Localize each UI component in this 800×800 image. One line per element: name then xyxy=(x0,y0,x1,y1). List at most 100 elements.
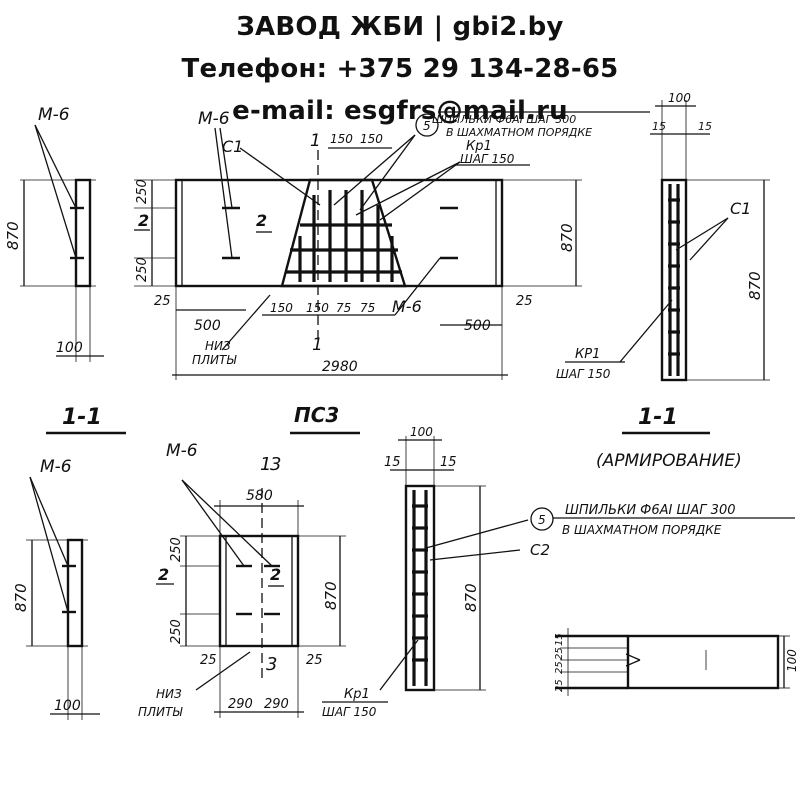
label-m6-right: М-6 xyxy=(392,297,422,316)
tr-leader-c1-b xyxy=(689,217,729,261)
tr-leader-c1-a xyxy=(675,217,729,251)
tr-label-c1: С1 xyxy=(730,199,751,218)
bc-label-290a: 290 xyxy=(228,697,253,712)
bc-label-250-top: 250 xyxy=(169,537,184,562)
bc-label-870: 870 xyxy=(322,581,340,610)
bm-label-kr1: Кр1 xyxy=(344,687,370,702)
label-150a: 150 xyxy=(330,132,353,146)
br-subtitle: (АРМИРОВАНИЕ) xyxy=(596,451,742,471)
label-150c: 150 xyxy=(270,301,293,315)
top-left-view: М-6 870 100 xyxy=(4,105,104,362)
br-label-pins-num: 5 xyxy=(538,513,546,527)
label-250-top: 250 xyxy=(135,179,150,204)
label-m6-top: М-6 xyxy=(198,109,230,129)
bc-leader-niz xyxy=(195,651,251,691)
bc-label-niz-2: ПЛИТЫ xyxy=(138,705,183,719)
br-label-100: 100 xyxy=(785,649,799,672)
bc-label-25-left: 25 xyxy=(200,653,217,668)
bc-label-section-top: 3 xyxy=(270,454,281,475)
label-870: 870 xyxy=(4,221,22,250)
leader-m6-right xyxy=(394,257,441,316)
br-detail-outline xyxy=(626,634,780,690)
label-870-plan: 870 xyxy=(558,223,576,252)
label-section-1-top: 1 xyxy=(310,131,321,151)
leader-c1 xyxy=(239,147,321,206)
br-detail-rebar-b xyxy=(625,659,641,667)
bottom-center-view: ПС3 М-6 1 3 580 250 250 2 2 870 25 25 3 … xyxy=(138,403,360,719)
bc-label-290b: 290 xyxy=(264,697,289,712)
label-kr1: Кр1 xyxy=(466,139,492,154)
bc-label-580: 580 xyxy=(246,488,273,504)
bl-label-m6: М-6 xyxy=(40,457,72,477)
bm-label-15b: 15 xyxy=(440,455,457,470)
br-label-pins-2: В ШАХМАТНОМ ПОРЯДКЕ xyxy=(562,523,722,537)
bl-leader-m6-b xyxy=(29,476,69,613)
bottom-mid-view: 100 15 15 870 С2 Кр1 ШАГ 150 xyxy=(322,425,550,719)
bl-panel-outline xyxy=(66,538,84,648)
banner-phone: Телефон: +375 29 134-28-65 xyxy=(181,54,619,84)
label-25-right: 25 xyxy=(516,294,533,309)
br-label-25a: 25 xyxy=(554,647,565,660)
bl-leader-m6-a xyxy=(29,476,69,567)
tr-label-870: 870 xyxy=(746,271,764,300)
bc-label-view-left: 2 xyxy=(158,565,169,584)
tr-label-kr1: КР1 xyxy=(575,347,600,362)
top-center-view: М-6 С1 1 150 150 250 250 2 2 870 25 25 5… xyxy=(134,109,650,380)
tr-panel-outline xyxy=(660,178,688,382)
bm-panel-outline xyxy=(404,484,436,692)
bc-label-m6: М-6 xyxy=(166,441,198,461)
bc-label-section-prefix: 1 xyxy=(260,454,271,475)
slab-outline xyxy=(174,178,504,288)
bc-label-250-bot: 250 xyxy=(169,619,184,644)
leader-m6-top-b xyxy=(214,127,233,259)
bc-leader-m6-a xyxy=(181,479,245,567)
bc-label-niz-1: НИЗ xyxy=(156,687,182,701)
leader-m6-b xyxy=(34,124,77,259)
leader-niz xyxy=(221,294,271,351)
bc-panel-outline xyxy=(218,534,300,648)
bl-label-870: 870 xyxy=(12,583,30,612)
bc-label-view-right: 2 xyxy=(270,565,281,584)
bm-leader-c2 xyxy=(429,549,521,561)
bm-label-c2: С2 xyxy=(530,541,550,559)
label-75b: 75 xyxy=(360,301,375,315)
br-detail-rebar-a xyxy=(625,653,641,661)
label-niz-2: ПЛИТЫ xyxy=(192,353,237,367)
bm-leader-pins xyxy=(425,519,529,549)
leader-m6-top xyxy=(219,127,233,209)
banner-title: ЗАВОД ЖБИ | gbi2.by xyxy=(236,12,564,42)
br-label-15: 15 xyxy=(554,633,565,646)
leader-pins-a xyxy=(333,134,416,206)
label-75a: 75 xyxy=(336,301,351,315)
label-250-bot: 250 xyxy=(135,257,150,282)
label-pins-2: В ШАХМАТНОМ ПОРЯДКЕ xyxy=(446,126,592,139)
tr-stirrups xyxy=(668,198,680,356)
cutaway-rebar-grid xyxy=(286,190,402,282)
label-view-2-right: 2 xyxy=(256,211,267,230)
top-right-view: 100 15 15 С1 870 КР1 ШАГ 150 xyxy=(556,91,770,382)
br-label-pins-1: ШПИЛЬКИ Ф6АI ШАГ 300 xyxy=(565,503,736,518)
tr-label-15a: 15 xyxy=(652,120,666,133)
bm-label-15a: 15 xyxy=(384,455,401,470)
bc-title: ПС3 xyxy=(294,403,339,427)
bm-label-870: 870 xyxy=(462,583,480,612)
leader-m6-a xyxy=(34,124,77,209)
bottom-right-view: 1-1 (АРМИРОВАНИЕ) 5 ШПИЛЬКИ Ф6АI ШАГ 300… xyxy=(530,405,799,696)
pins-callout-circle xyxy=(415,113,439,137)
tr-label-100: 100 xyxy=(668,91,691,105)
br-pins-callout-circle xyxy=(530,507,554,531)
top-left-panel-outline xyxy=(74,178,92,288)
label-150d: 150 xyxy=(306,301,329,315)
bc-label-section-bot: 3 xyxy=(266,654,277,675)
br-label-25b: 25 xyxy=(554,661,565,674)
bm-label-100: 100 xyxy=(410,425,433,439)
bm-leader-kr1 xyxy=(379,639,419,691)
leader-kr1-b xyxy=(379,161,461,221)
label-m6: М-6 xyxy=(38,105,70,125)
leader-pins-b xyxy=(359,134,416,211)
label-niz-1: НИЗ xyxy=(205,339,231,353)
bm-label-kr1-step: ШАГ 150 xyxy=(322,705,377,719)
bottom-left-view: 1-1 М-6 870 100 xyxy=(12,405,126,720)
